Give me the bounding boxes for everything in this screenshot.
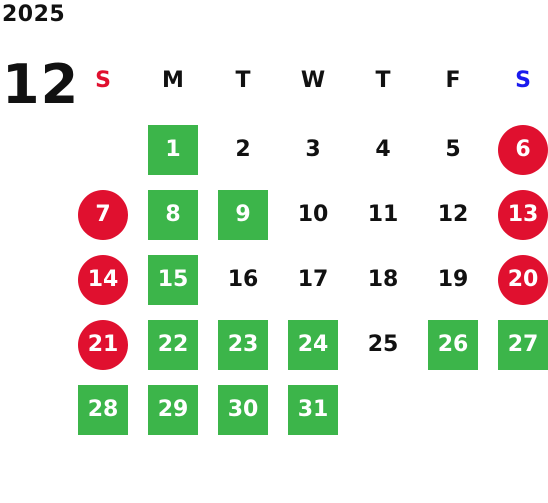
weekday-label-saturday: S (515, 68, 531, 93)
month-label: 12 (2, 53, 80, 116)
day-cell-8[interactable]: 8 (148, 190, 198, 240)
day-cell-31[interactable]: 31 (288, 385, 338, 435)
day-cell-28[interactable]: 28 (78, 385, 128, 435)
day-cell-26[interactable]: 26 (428, 320, 478, 370)
weekday-label-friday: F (445, 68, 461, 93)
day-cell-6[interactable]: 6 (498, 125, 548, 175)
day-cell-17[interactable]: 17 (297, 267, 329, 292)
day-cell-10[interactable]: 10 (297, 202, 329, 227)
weekday-label-monday: M (162, 68, 184, 93)
weekday-label-wednesday: W (300, 68, 326, 93)
day-cell-5[interactable]: 5 (445, 137, 461, 162)
weekday-label-tuesday: T (235, 68, 251, 93)
day-cell-9[interactable]: 9 (218, 190, 268, 240)
day-cell-29[interactable]: 29 (148, 385, 198, 435)
day-cell-19[interactable]: 19 (437, 267, 469, 292)
day-cell-4[interactable]: 4 (375, 137, 391, 162)
year-label: 2025 (2, 2, 66, 27)
day-cell-13[interactable]: 13 (498, 190, 548, 240)
day-cell-27[interactable]: 27 (498, 320, 548, 370)
day-cell-25[interactable]: 25 (367, 332, 399, 357)
day-cell-21[interactable]: 21 (78, 320, 128, 370)
day-cell-2[interactable]: 2 (235, 137, 251, 162)
day-cell-11[interactable]: 11 (367, 202, 399, 227)
day-cell-15[interactable]: 15 (148, 255, 198, 305)
day-cell-18[interactable]: 18 (367, 267, 399, 292)
weekday-label-thursday: T (375, 68, 391, 93)
day-cell-7[interactable]: 7 (78, 190, 128, 240)
day-cell-14[interactable]: 14 (78, 255, 128, 305)
weekday-label-sunday: S (95, 68, 111, 93)
day-cell-30[interactable]: 30 (218, 385, 268, 435)
day-cell-12[interactable]: 12 (437, 202, 469, 227)
day-cell-20[interactable]: 20 (498, 255, 548, 305)
day-cell-16[interactable]: 16 (227, 267, 259, 292)
day-cell-24[interactable]: 24 (288, 320, 338, 370)
day-cell-22[interactable]: 22 (148, 320, 198, 370)
day-cell-3[interactable]: 3 (305, 137, 321, 162)
day-cell-23[interactable]: 23 (218, 320, 268, 370)
day-cell-1[interactable]: 1 (148, 125, 198, 175)
